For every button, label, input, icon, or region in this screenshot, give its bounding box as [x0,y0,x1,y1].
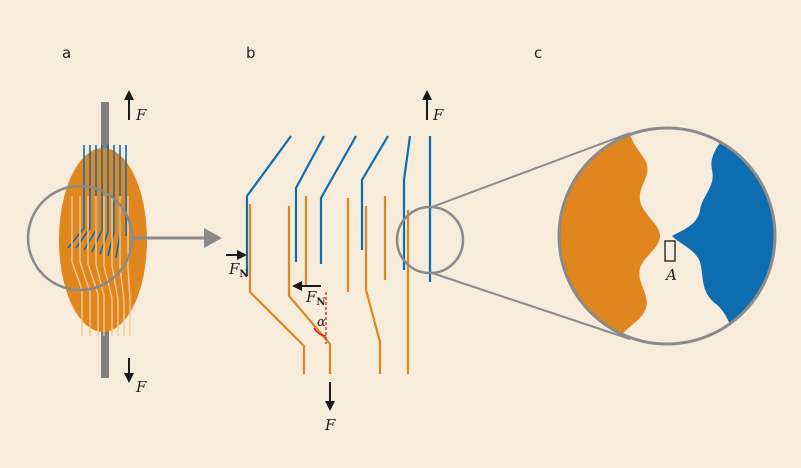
zoom-tangent-bottom [431,272,631,340]
panel-c-contact-zoom: A [557,126,777,346]
force-label-up-b: F [432,106,444,124]
zoom-arrow-head [204,228,222,248]
panel-label-b: b [246,44,256,62]
force-arrow-up-a [124,90,134,120]
normal-force-label-2: FN [305,288,326,308]
angle-arc [313,327,327,337]
zoom-tangent-top [431,132,631,208]
zoom-circle-c [557,126,777,346]
panel-b-fiber-model: FN FN α F F [226,90,465,434]
zoom-circle-b [395,205,465,275]
contact-area-box [664,240,676,262]
force-label-down-a: F [135,378,147,396]
panel-label-a: a [62,44,71,62]
orange-fiber-lines [248,196,410,374]
normal-force-arrow-1 [226,250,247,260]
force-label-down-b: F [324,416,336,434]
force-arrow-down-b [325,382,335,411]
blue-fiber-lines [245,135,432,282]
force-arrow-up-b [422,90,432,120]
normal-force-label-1: FN [228,260,249,280]
normal-force-arrow-2 [292,281,321,291]
contact-area-label: A [664,266,677,284]
angle-label: α [317,315,326,330]
force-arrow-down-a [124,358,134,383]
orange-fibers [71,196,131,336]
panel-label-c: c [534,44,542,62]
force-label-up-a: F [135,106,147,124]
panel-a-fiber-bundle: F F [26,90,222,396]
